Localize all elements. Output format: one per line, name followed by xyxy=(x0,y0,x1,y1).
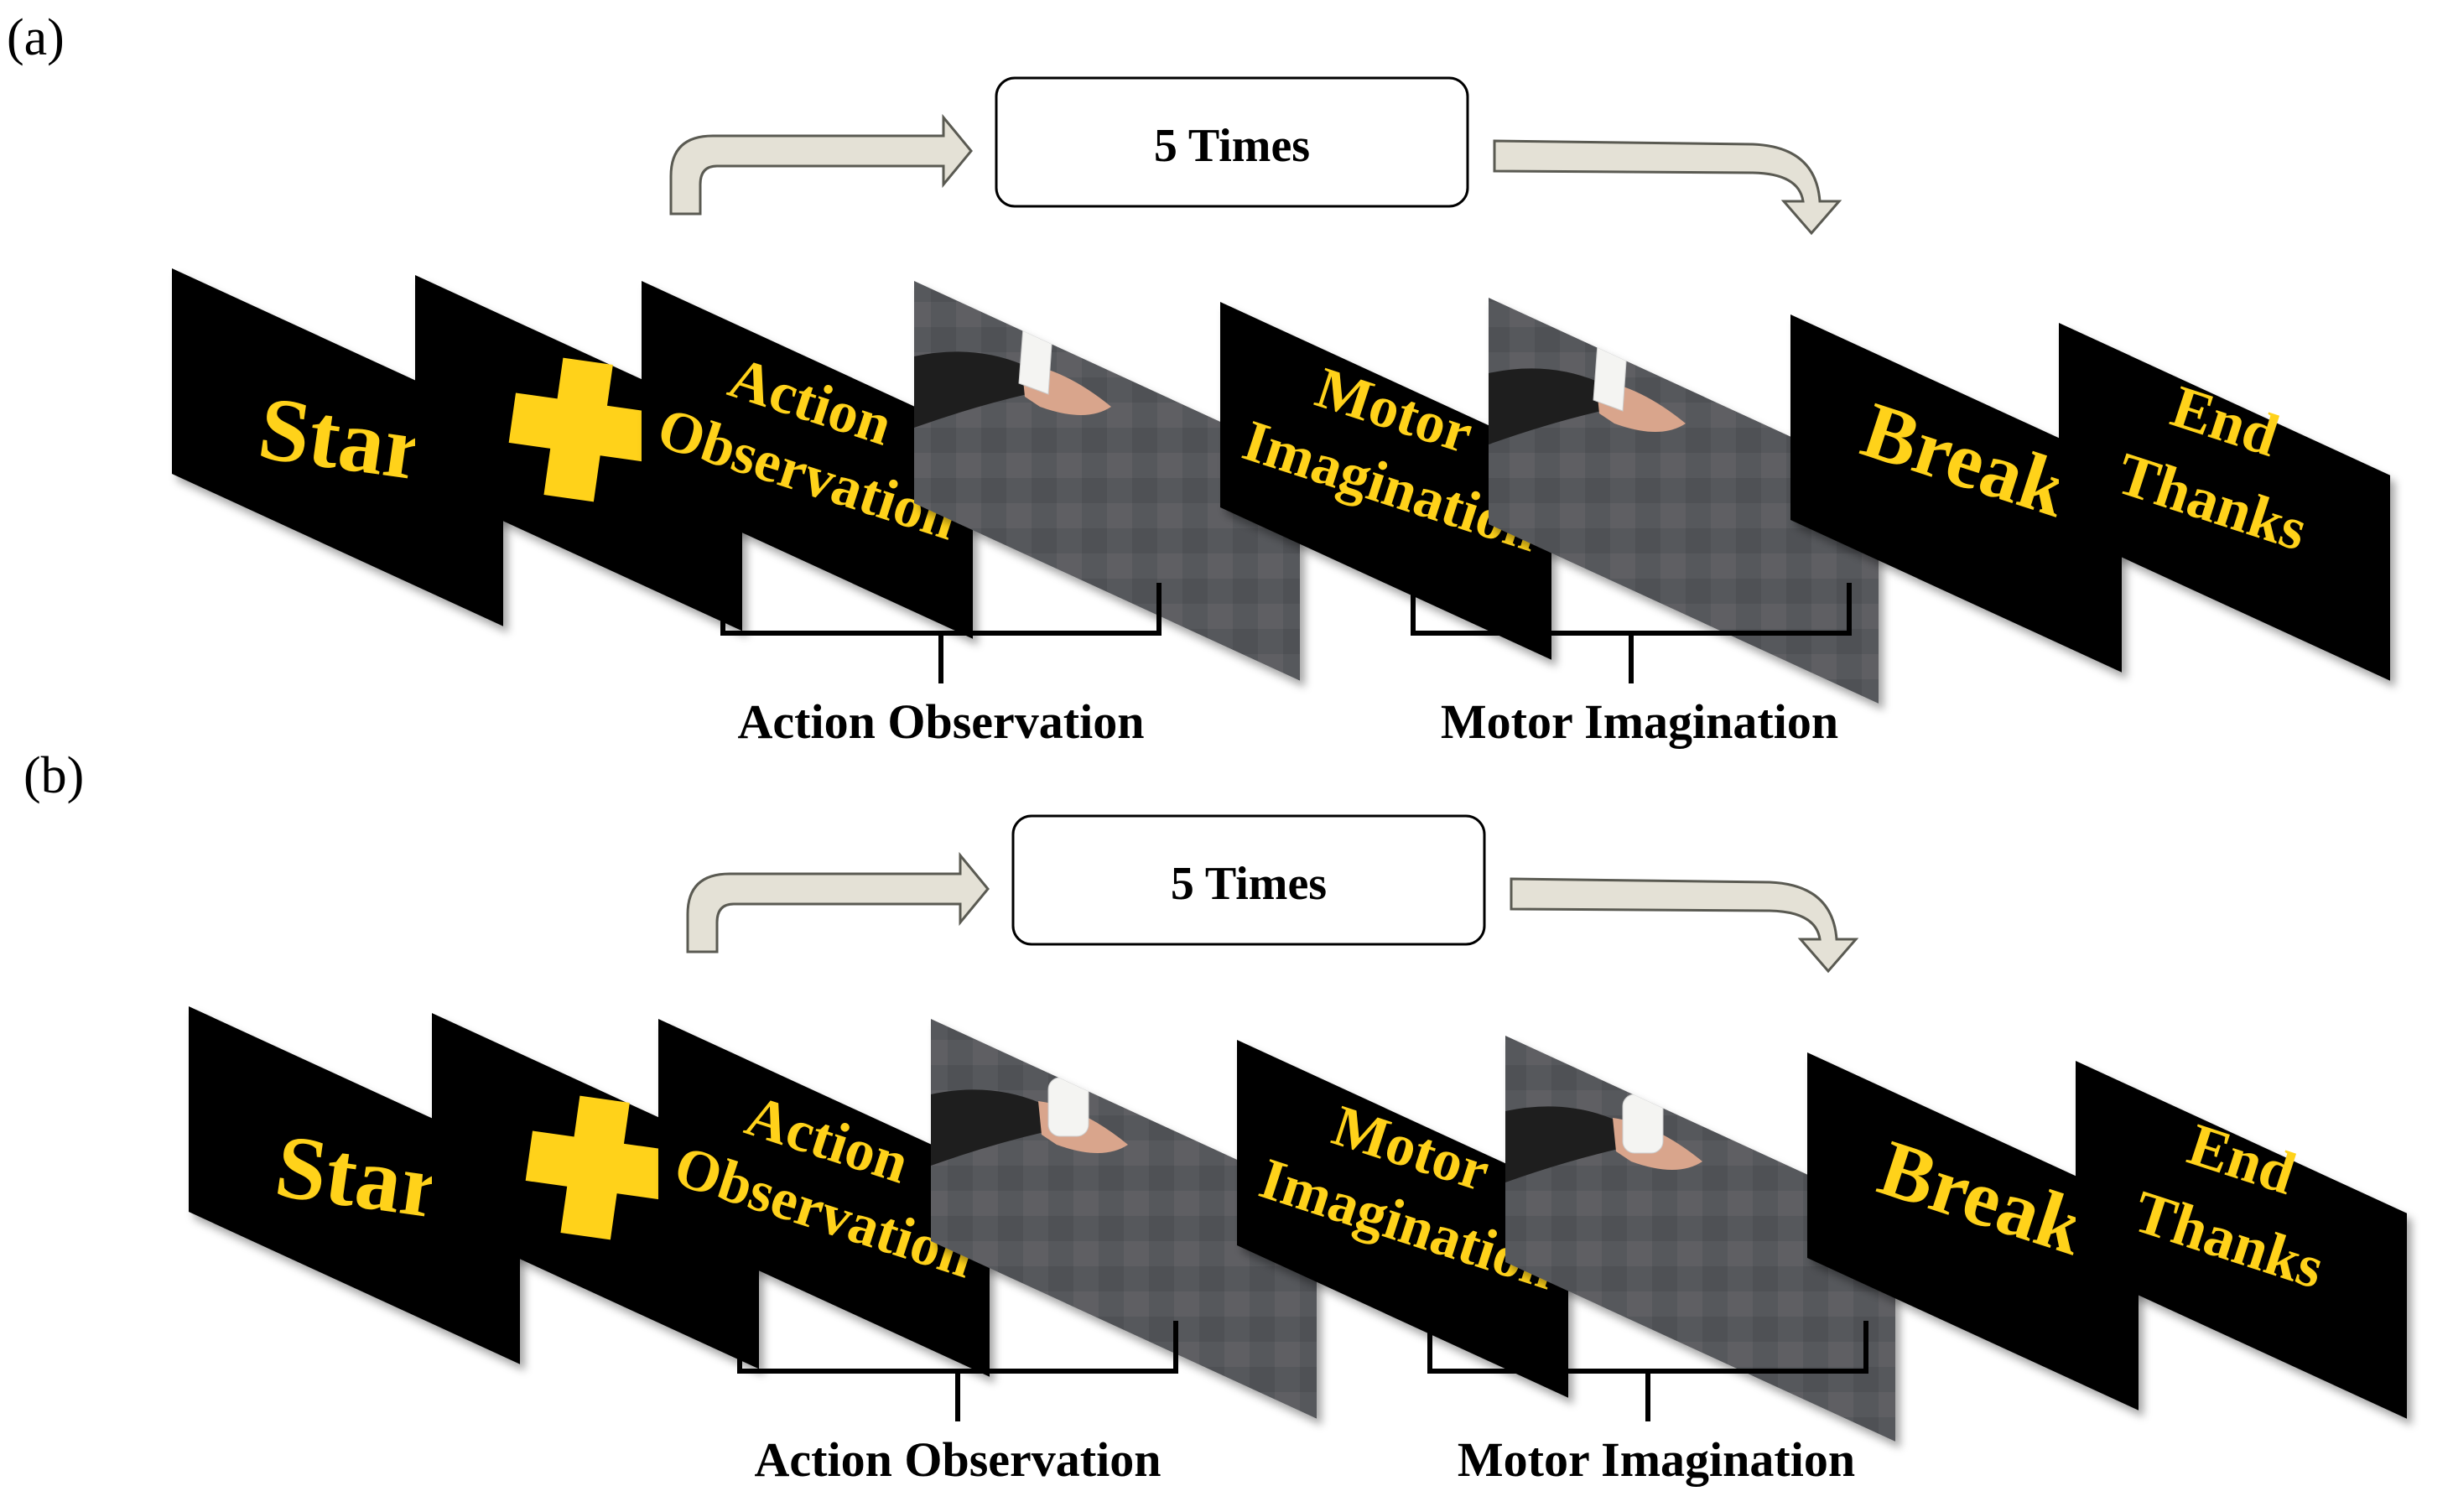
panel-label: (b) xyxy=(23,747,84,804)
fixation-cross-icon xyxy=(525,1095,674,1240)
slide-motor-photo xyxy=(1489,298,1879,704)
slide-action-photo xyxy=(914,281,1300,681)
curved-arrow-left xyxy=(669,113,973,216)
slide-motor-imagination xyxy=(1220,302,1551,660)
slide-break xyxy=(1807,1052,2139,1411)
slide-end xyxy=(2076,1061,2407,1419)
repeat-box xyxy=(995,76,1469,208)
bracket-action xyxy=(720,583,1162,683)
caption-motor-imagination: Motor Imagination xyxy=(1458,1432,1855,1487)
cup-object xyxy=(1047,1077,1089,1137)
slide-start-text: Star xyxy=(270,1116,449,1238)
towel-object xyxy=(1018,326,1053,395)
slide-motor-imagination xyxy=(1237,1040,1568,1398)
repeat-label: 5 Times xyxy=(1154,120,1310,172)
caption-action-observation: Action Observation xyxy=(738,694,1145,749)
slide-start-text: Star xyxy=(253,378,432,500)
towel-object xyxy=(1593,343,1628,412)
arm-sleeve xyxy=(1489,368,1602,444)
caption-motor-imagination: Motor Imagination xyxy=(1441,694,1838,749)
slide-end xyxy=(2059,323,2390,681)
slide-action-photo xyxy=(931,1019,1317,1419)
repeat-box xyxy=(1011,814,1486,946)
curved-arrow-right xyxy=(1493,139,1842,236)
repeat-loop: 5 Times xyxy=(686,814,1859,974)
bracket-motor xyxy=(1411,583,1852,683)
arm-sleeve xyxy=(914,351,1027,428)
caption-action-observation: Action Observation xyxy=(755,1432,1162,1487)
slide-break xyxy=(1790,314,2122,673)
cup-object xyxy=(1622,1094,1664,1154)
panel-label: (a) xyxy=(7,9,65,66)
phase-brackets xyxy=(737,1321,1868,1421)
slide-motor-photo xyxy=(1505,1036,1895,1442)
slide-action-observation xyxy=(642,281,973,639)
slide-start xyxy=(189,1006,520,1364)
curved-arrow-left xyxy=(686,851,990,953)
repeat-label: 5 Times xyxy=(1171,858,1327,910)
arm-sleeve xyxy=(1505,1106,1619,1182)
slide-action-observation xyxy=(658,1019,990,1377)
fixation-cross-icon xyxy=(508,357,657,502)
curved-arrow-right xyxy=(1510,877,1859,974)
phase-brackets xyxy=(720,583,1852,683)
slide-start xyxy=(172,268,503,626)
bracket-action xyxy=(737,1321,1178,1421)
bracket-motor xyxy=(1427,1321,1868,1421)
repeat-loop: 5 Times xyxy=(669,76,1842,236)
arm-sleeve xyxy=(931,1089,1044,1166)
